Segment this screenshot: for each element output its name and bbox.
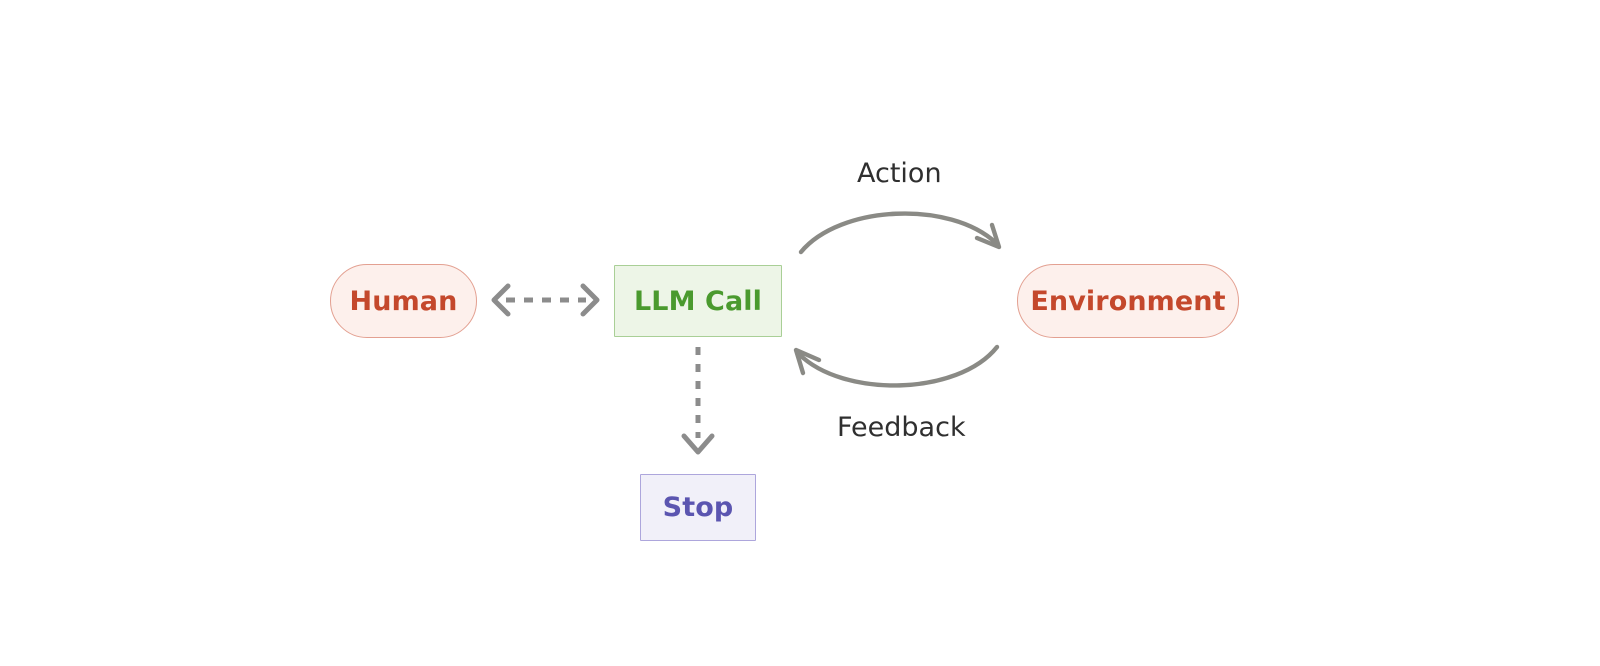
- arrowhead-left-chevron-icon: [491, 283, 511, 317]
- node-human-label: Human: [349, 285, 458, 317]
- node-human[interactable]: Human: [330, 264, 477, 338]
- edge-label-action: Action: [857, 158, 942, 189]
- node-llm-call-label: LLM Call: [633, 285, 763, 317]
- edge-feedback: [793, 344, 1000, 388]
- edge-llm-call-stop: [681, 347, 715, 455]
- arrowhead-feedback-icon: [793, 347, 822, 376]
- arrowhead-right-chevron-icon: [580, 283, 600, 317]
- node-stop[interactable]: Stop: [640, 474, 756, 541]
- edge-action-curve: [798, 211, 999, 255]
- edge-human-llm-call: [491, 283, 600, 317]
- edge-label-feedback: Feedback: [837, 412, 966, 443]
- edge-feedback-curve: [796, 344, 1000, 388]
- node-llm-call[interactable]: LLM Call: [614, 265, 782, 337]
- node-environment-label: Environment: [1030, 285, 1226, 317]
- node-stop-label: Stop: [662, 492, 734, 523]
- arrowhead-action-icon: [974, 222, 1002, 250]
- node-environment[interactable]: Environment: [1017, 264, 1239, 338]
- arrowhead-down-chevron-icon: [681, 433, 715, 455]
- edge-action: [798, 211, 1002, 255]
